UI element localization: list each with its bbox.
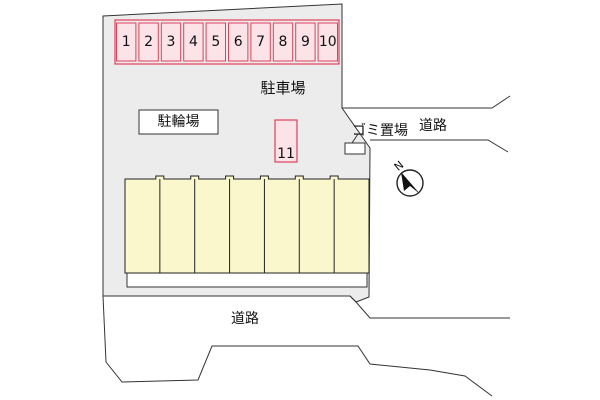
parking-slot-6: 6 <box>228 22 249 62</box>
road-south <box>102 295 510 397</box>
road-south-upper-edge <box>103 295 510 319</box>
parking-slot-7: 7 <box>250 22 271 62</box>
parking-slot-label: 3 <box>167 34 176 50</box>
parking-slot-label: 7 <box>256 34 265 50</box>
parking-slot-11: 11 <box>274 119 298 163</box>
road-south-lower-edge <box>102 295 493 397</box>
road-east <box>342 95 511 153</box>
compass-icon: N <box>392 158 424 197</box>
road-east-label: 道路 <box>419 118 447 134</box>
road-east-lower-edge <box>370 139 509 153</box>
parking-label: 駐車場 <box>260 79 305 97</box>
parking-slot-label: 10 <box>319 34 337 50</box>
building <box>124 175 370 288</box>
bicycle-parking-label: 駐輪場 <box>158 113 200 130</box>
parking-row-frame <box>114 19 340 65</box>
parking-slot-2: 2 <box>138 22 159 62</box>
building-base <box>126 272 368 288</box>
parking-slot-5: 5 <box>205 22 227 62</box>
bicycle-parking: 駐輪場 <box>138 109 219 135</box>
parking-slot-label: 4 <box>189 34 198 50</box>
parking-slot-label: 1 <box>122 34 131 50</box>
parking-slot-label: 6 <box>234 34 243 50</box>
parking-slot-9: 9 <box>295 22 316 62</box>
parking-slot-label: 9 <box>301 34 310 50</box>
road-east-upper-edge <box>342 95 511 109</box>
parking-slot-10: 10 <box>317 22 339 62</box>
parking-slot-11-label: 11 <box>277 146 295 162</box>
garbage-area: ゴミ置場 <box>344 122 408 155</box>
parking-slot-label: 8 <box>279 34 288 50</box>
road-south-label: 道路 <box>231 311 259 327</box>
building-outline <box>124 175 370 274</box>
parking-slot-3: 3 <box>160 22 182 62</box>
parking-slot-label: 2 <box>144 34 153 50</box>
garbage-area-label: ゴミ置場 <box>352 122 408 139</box>
parking-slot-label: 5 <box>211 34 220 50</box>
parking-slot-8: 8 <box>272 22 294 62</box>
parking-slot-1: 1 <box>116 22 137 62</box>
parking-slot-4: 4 <box>183 22 204 62</box>
